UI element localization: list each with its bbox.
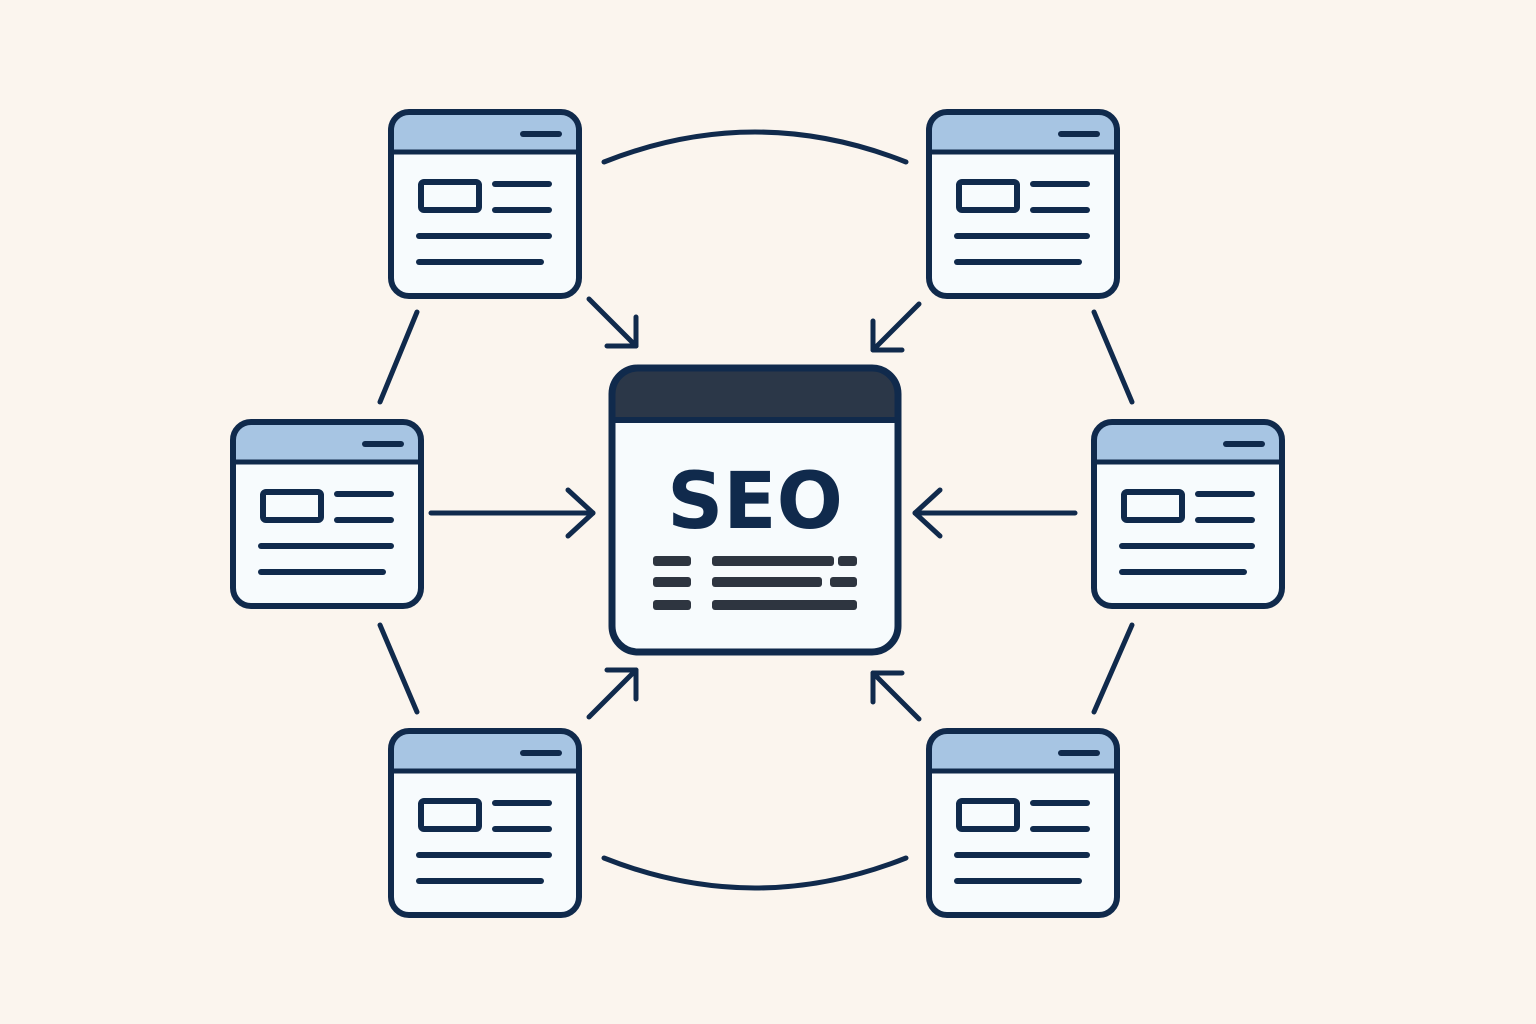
- page-bottom-right-icon: [926, 728, 1120, 918]
- connector-left-upper: [377, 309, 420, 405]
- arrow-from-top-right: [870, 301, 922, 353]
- page-window-body: [391, 731, 579, 915]
- hub-title-bar: [612, 368, 898, 420]
- arrow-from-mid-right: [912, 487, 1078, 539]
- connector-bottom: [601, 855, 909, 891]
- seo-hub-page: SEO: [608, 364, 902, 656]
- image-placeholder-icon: [418, 179, 482, 213]
- arrow-from-mid-left: [428, 487, 596, 539]
- page-mid-right-icon: [1091, 419, 1285, 609]
- page-window-body: [233, 422, 421, 606]
- connector-right-lower: [1091, 622, 1135, 715]
- image-placeholder-icon: [260, 489, 324, 523]
- arrow-from-top-left: [586, 296, 639, 349]
- image-placeholder-icon: [956, 798, 1020, 832]
- arrow-from-bottom-left: [586, 667, 639, 720]
- page-bottom-left-icon: [388, 728, 582, 918]
- image-placeholder-icon: [956, 179, 1020, 213]
- hub-placeholder-text-lines: [653, 556, 857, 610]
- satellite-pages: [230, 109, 1285, 918]
- page-top-left-icon: [388, 109, 582, 299]
- page-window-body: [929, 731, 1117, 915]
- connector-left-lower: [377, 622, 420, 715]
- page-top-right-icon: [926, 109, 1120, 299]
- connector-top: [601, 129, 909, 165]
- connector-right-upper: [1091, 309, 1135, 405]
- image-placeholder-icon: [418, 798, 482, 832]
- arrows-to-hub: [428, 296, 1078, 722]
- hub-title-text: SEO: [667, 457, 843, 547]
- image-placeholder-icon: [1121, 489, 1185, 523]
- connector-lines: [377, 129, 1135, 891]
- page-mid-left-icon: [230, 419, 424, 609]
- page-window-body: [1094, 422, 1282, 606]
- page-window-body: [391, 112, 579, 296]
- arrow-from-bottom-right: [870, 670, 922, 722]
- page-window-body: [929, 112, 1117, 296]
